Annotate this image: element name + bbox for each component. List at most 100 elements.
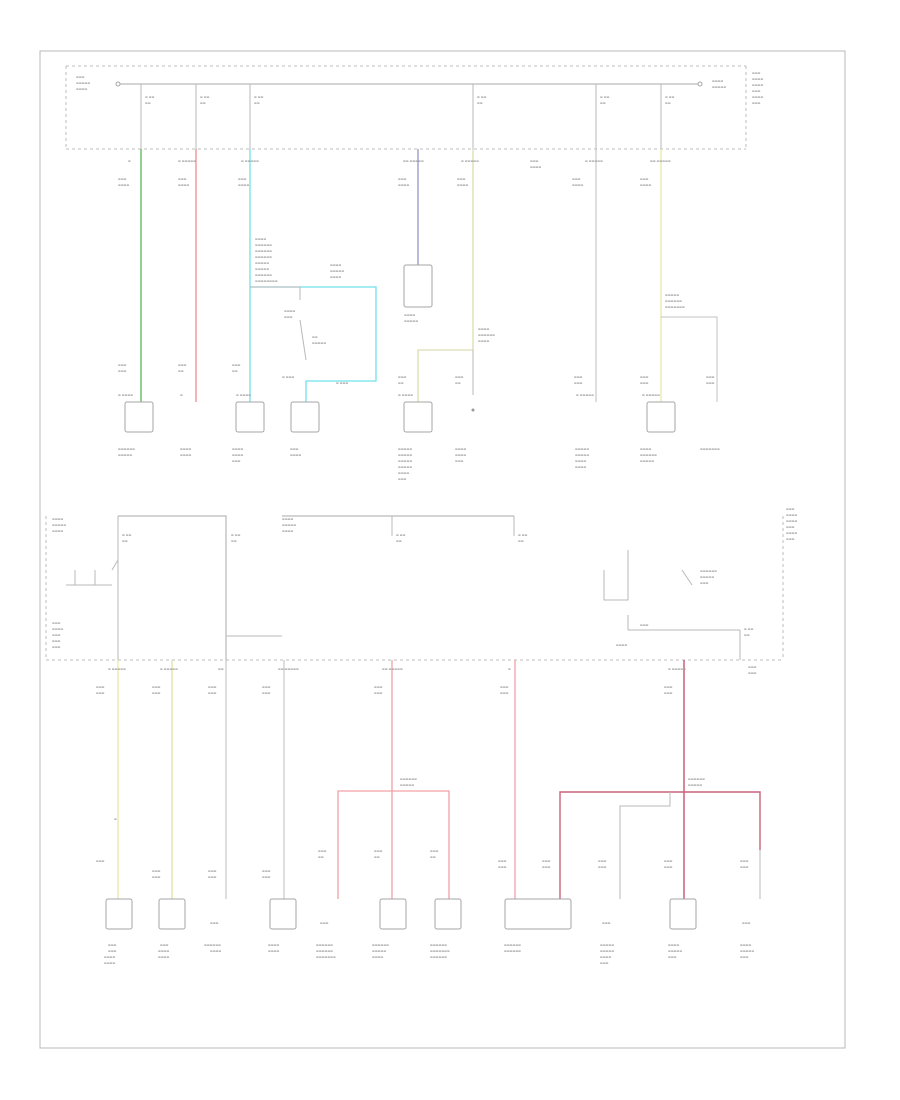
svg-text:▬▬: ▬▬ (374, 855, 380, 859)
svg-text:▬▬▬: ▬▬▬ (208, 685, 217, 689)
svg-text:▬▬▬▬▬: ▬▬▬▬▬ (255, 261, 269, 265)
wire-cyan-b (250, 286, 377, 402)
svg-text:▬▬▬▬▬: ▬▬▬▬▬ (688, 783, 702, 787)
svg-text:▬▬▬: ▬▬▬ (640, 375, 649, 379)
wire-darkpink-branch (559, 791, 761, 899)
component-box (290, 401, 320, 433)
svg-text:▬▬▬▬▬: ▬▬▬▬▬ (712, 85, 726, 89)
svg-text:▬▬▬▬▬: ▬▬▬▬▬ (668, 949, 682, 953)
svg-text:▬▬: ▬▬ (254, 101, 260, 105)
svg-text:▬▬▬▬▬: ▬▬▬▬▬ (330, 269, 344, 273)
svg-text:▬▬▬▬: ▬▬▬▬ (712, 79, 724, 83)
svg-text:▬▬▬: ▬▬▬ (542, 865, 551, 869)
svg-text:▬▬▬: ▬▬▬ (786, 537, 795, 541)
top-fuse-tabs (140, 84, 662, 149)
component-box (646, 401, 676, 433)
svg-text:▬▬▬: ▬▬▬ (706, 381, 715, 385)
component-box (235, 401, 265, 433)
svg-text:▬▬▬: ▬▬▬ (740, 859, 749, 863)
svg-text:▬▬▬: ▬▬▬ (742, 921, 751, 925)
svg-text:▬▬▬▬▬▬: ▬▬▬▬▬▬ (255, 273, 272, 277)
svg-text:▬▬▬: ▬▬▬ (664, 859, 673, 863)
svg-text:▬▬▬: ▬▬▬ (398, 375, 407, 379)
svg-text:▬▬▬▬▬▬▬: ▬▬▬▬▬▬▬ (430, 949, 450, 953)
svg-text:▬▬▬▬▬▬: ▬▬▬▬▬▬ (504, 949, 521, 953)
svg-text:▬▬▬▬: ▬▬▬▬ (238, 183, 250, 187)
svg-text:▬ ▬▬▬▬▬: ▬ ▬▬▬▬▬ (461, 159, 479, 163)
svg-text:▬▬▬▬▬: ▬▬▬▬▬ (398, 465, 412, 469)
svg-text:▬▬▬▬: ▬▬▬▬ (180, 453, 192, 457)
svg-text:▬ ▬▬▬▬▬: ▬ ▬▬▬▬▬ (160, 667, 178, 671)
svg-text:▬ ▬▬: ▬ ▬▬ (254, 95, 264, 99)
svg-text:▬▬▬▬▬▬: ▬▬▬▬▬▬ (316, 949, 333, 953)
svg-text:▬▬: ▬▬ (477, 101, 483, 105)
svg-text:▬▬▬▬: ▬▬▬▬ (158, 955, 170, 959)
svg-text:▬▬▬: ▬▬▬ (208, 875, 217, 879)
svg-text:▬▬▬▬: ▬▬▬▬ (668, 943, 680, 947)
svg-text:▬▬▬▬: ▬▬▬▬ (398, 471, 410, 475)
svg-text:▬▬▬: ▬▬▬ (208, 869, 217, 873)
svg-text:▬▬: ▬▬ (665, 101, 671, 105)
svg-text:▬▬▬▬▬: ▬▬▬▬▬ (600, 943, 614, 947)
svg-text:▬▬▬: ▬▬▬ (238, 177, 247, 181)
svg-text:▬▬▬▬: ▬▬▬▬ (290, 453, 302, 457)
svg-text:▬▬▬: ▬▬▬ (160, 943, 169, 947)
svg-text:▬▬▬: ▬▬▬ (96, 859, 105, 863)
svg-text:▬▬▬: ▬▬▬ (455, 375, 464, 379)
svg-text:▬▬▬: ▬▬▬ (498, 865, 507, 869)
svg-text:▬▬▬: ▬▬▬ (374, 849, 383, 853)
svg-text:▬▬▬▬: ▬▬▬▬ (740, 943, 752, 947)
svg-text:▬▬▬: ▬▬▬ (118, 369, 127, 373)
svg-text:▬▬▬: ▬▬▬ (118, 177, 127, 181)
svg-text:▬▬▬▬▬▬: ▬▬▬▬▬▬ (430, 955, 447, 959)
svg-text:▬▬: ▬▬ (232, 369, 238, 373)
svg-text:▬ ▬▬: ▬ ▬▬ (231, 533, 241, 537)
svg-text:▬▬▬: ▬▬▬ (664, 691, 673, 695)
svg-text:▬▬▬▬▬▬▬: ▬▬▬▬▬▬▬ (700, 447, 720, 451)
svg-text:▬▬: ▬▬ (430, 855, 436, 859)
svg-text:▬▬▬▬: ▬▬▬▬ (600, 955, 612, 959)
svg-text:▬▬▬▬: ▬▬▬▬ (210, 949, 222, 953)
svg-text:▬▬▬: ▬▬▬ (52, 621, 61, 625)
svg-text:▬▬▬: ▬▬▬ (706, 375, 715, 379)
svg-text:▬▬▬: ▬▬▬ (740, 955, 749, 959)
svg-text:▬▬▬▬: ▬▬▬▬ (478, 339, 490, 343)
svg-text:▬▬▬: ▬▬▬ (430, 849, 439, 853)
middle-fuse-box: ▬▬▬▬▬▬▬▬▬▬▬▬▬ ▬ ▬▬▬▬ ▬ ▬▬▬▬ ▬▬▬▬▬▬▬▬▬▬▬▬… (45, 507, 798, 661)
svg-text:▬▬▬: ▬▬▬ (262, 875, 271, 879)
svg-text:▬▬▬▬: ▬▬▬▬ (640, 447, 652, 451)
svg-text:▬▬▬▬: ▬▬▬▬ (640, 183, 652, 187)
svg-text:▬ ▬▬▬▬▬: ▬ ▬▬▬▬▬ (178, 159, 196, 163)
svg-text:▬▬▬▬▬: ▬▬▬▬▬ (400, 783, 414, 787)
svg-text:▬▬▬: ▬▬▬ (752, 89, 761, 93)
svg-text:▬▬▬: ▬▬▬ (152, 691, 161, 695)
svg-text:▬▬▬▬: ▬▬▬▬ (752, 95, 764, 99)
svg-text:▬▬▬: ▬▬▬ (748, 665, 757, 669)
svg-text:▬▬▬▬▬▬▬: ▬▬▬▬▬▬▬ (316, 955, 336, 959)
svg-text:▬: ▬ (180, 393, 183, 397)
svg-text:▬▬▬: ▬▬▬ (96, 685, 105, 689)
svg-text:▬ ▬▬▬: ▬ ▬▬▬ (336, 381, 348, 385)
svg-text:▬▬▬: ▬▬▬ (178, 363, 187, 367)
svg-text:▬▬▬▬▬: ▬▬▬▬▬ (575, 453, 589, 457)
svg-text:▬▬: ▬▬ (231, 539, 237, 543)
svg-text:▬▬: ▬▬ (200, 101, 206, 105)
svg-text:▬▬▬: ▬▬▬ (262, 869, 271, 873)
svg-text:▬▬▬▬▬▬: ▬▬▬▬▬▬ (504, 943, 521, 947)
svg-text:▬▬▬: ▬▬▬ (262, 691, 271, 695)
svg-text:▬▬▬: ▬▬▬ (52, 639, 61, 643)
bottom-wire-codes: ▬ ▬▬▬▬▬ ▬ ▬▬▬▬▬ ▬▬ ▬▬ ▬▬▬▬▬ ▬▬ ▬▬▬▬▬ ▬ ▬… (96, 665, 757, 879)
svg-text:▬▬▬: ▬▬▬ (700, 581, 709, 585)
svg-text:▬▬▬: ▬▬▬ (752, 71, 761, 75)
svg-text:▬▬: ▬▬ (518, 539, 524, 543)
svg-text:▬▬▬▬▬: ▬▬▬▬▬ (118, 453, 132, 457)
svg-text:▬▬▬▬▬▬: ▬▬▬▬▬▬ (372, 943, 389, 947)
svg-text:▬▬▬: ▬▬▬ (290, 447, 299, 451)
svg-text:▬▬▬: ▬▬▬ (152, 875, 161, 879)
svg-text:▬▬▬▬▬▬: ▬▬▬▬▬▬ (255, 255, 272, 259)
svg-text:▬▬▬▬: ▬▬▬▬ (282, 529, 294, 533)
svg-text:▬▬ ▬▬▬▬▬: ▬▬ ▬▬▬▬▬ (650, 159, 671, 163)
svg-text:▬▬▬▬: ▬▬▬▬ (232, 453, 244, 457)
svg-text:▬▬▬▬: ▬▬▬▬ (52, 517, 64, 521)
